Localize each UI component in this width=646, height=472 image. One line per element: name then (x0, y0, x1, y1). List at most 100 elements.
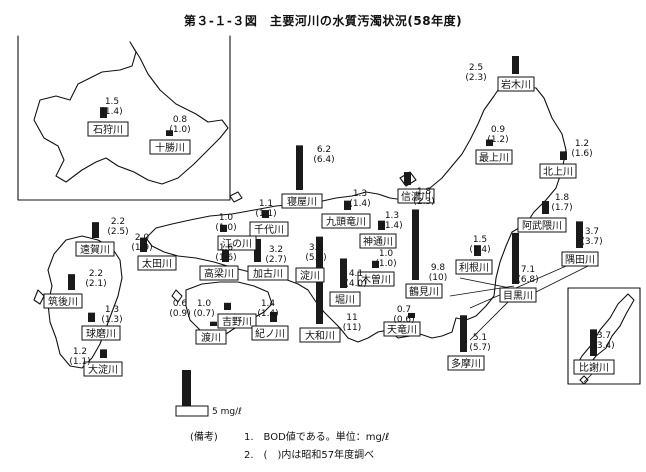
value-current: 1.0 (379, 249, 394, 259)
legend-scale-bar (182, 370, 191, 406)
bar-利根川 (474, 245, 481, 256)
note-line-1: 1. BOD値である。単位：mg/ℓ (244, 432, 390, 443)
river-label-box (87, 121, 129, 137)
value-current: 1.0 (219, 213, 234, 223)
value-previous: (4.0) (345, 279, 366, 289)
okinawa-inset-frame (567, 287, 641, 385)
hokkaido-inset-frame (17, 35, 231, 201)
river-name: 隅田川 (565, 254, 595, 266)
river-name: 遠賀川 (80, 243, 110, 256)
river-name: 高梁川 (204, 267, 234, 280)
river-name: 千代川 (254, 224, 284, 236)
river-name: 北上川 (543, 166, 573, 178)
bar-隅田川 (576, 221, 583, 248)
value-previous: (1.6) (215, 253, 236, 263)
bar-高梁川 (222, 250, 229, 262)
value-current: 11 (346, 313, 357, 323)
river-label-box (517, 217, 567, 233)
kyushu-outline (47, 235, 123, 369)
bar-渡川 (210, 321, 217, 326)
notes-prefix: (備考) (190, 432, 218, 443)
river-name: 大和川 (305, 329, 335, 342)
river-name: 木曽川 (361, 273, 391, 286)
value-current: 1.8 (417, 187, 432, 197)
value-current: 2.2 (111, 217, 125, 227)
oki-islands (229, 191, 243, 203)
river-name: 信濃川 (401, 190, 431, 203)
value-current: 1.2 (73, 347, 87, 357)
value-current: 5.1 (473, 333, 487, 343)
bar-九頭竜川 (344, 200, 351, 210)
river-name: 吉野川 (222, 316, 252, 328)
river-label-box (199, 265, 239, 281)
river-label-box (359, 233, 397, 249)
value-previous: (1.9) (131, 243, 152, 253)
hokkaido-outline (33, 41, 229, 185)
value-previous: (1.4) (469, 245, 490, 255)
value-current: 2.0 (135, 233, 150, 243)
value-previous: (1.4) (257, 309, 278, 319)
river-label-box (539, 163, 577, 179)
river-label-box (573, 359, 615, 375)
value-previous: (1.4) (101, 107, 122, 117)
bar-阿武隈川 (542, 201, 549, 214)
value-current: 2.2 (89, 269, 103, 279)
value-current: 3.8 (309, 243, 324, 253)
value-previous: (1.0) (215, 223, 236, 233)
bar-江の川 (220, 224, 227, 232)
bar-寝屋川 (296, 145, 303, 190)
value-current: 4.1 (349, 269, 363, 279)
value-previous: (0.6) (393, 315, 414, 325)
value-previous: (3.7) (581, 237, 602, 247)
value-current: 1.8 (555, 193, 570, 203)
bar-球磨川 (88, 312, 95, 322)
river-label-box (281, 193, 323, 209)
river-name: 淀川 (300, 269, 320, 282)
river-label-box (81, 325, 121, 341)
value-previous: (6.8) (517, 275, 538, 285)
value-previous: (1.1) (255, 209, 276, 219)
bar-目黒川 (512, 232, 519, 284)
value-current: 1.4 (261, 299, 276, 309)
value-previous: (10) (429, 273, 447, 283)
river-label-box (329, 291, 361, 307)
river-name: 紀ノ川 (255, 327, 285, 340)
kyushu-island (33, 289, 45, 305)
value-previous: (3.4) (593, 341, 614, 351)
river-name: 筑後川 (48, 295, 78, 308)
river-label-box (43, 293, 83, 309)
value-previous: (1.3) (101, 315, 122, 325)
river-label-box (137, 255, 177, 271)
value-current: 1.5 (105, 97, 119, 107)
value-previous: (5.0) (305, 253, 326, 263)
value-current: 0.8 (173, 115, 188, 125)
river-label-box (295, 267, 325, 283)
value-current: 1.3 (385, 211, 399, 221)
river-name: 岩木川 (501, 78, 531, 91)
river-label-box (497, 76, 535, 92)
value-previous: (5.7) (469, 343, 490, 353)
bar-比謝川 (590, 329, 597, 356)
bar-遠賀川 (92, 222, 99, 238)
river-label-box (249, 221, 289, 237)
river-name: 石狩川 (93, 123, 123, 136)
river-name: 多摩川 (451, 357, 481, 370)
value-previous: (0.9) (169, 309, 190, 319)
river-name: 球磨川 (86, 327, 116, 340)
river-label-box (561, 251, 599, 267)
river-label-box (299, 327, 341, 343)
value-current: 1.3 (105, 305, 119, 315)
river-name: 比謝川 (579, 361, 609, 374)
river-name: 阿武隈川 (522, 219, 562, 232)
river-label-box (383, 321, 421, 337)
river-name: 目黒川 (503, 290, 533, 302)
value-current: 1.6 (219, 243, 234, 253)
value-current: 0.6 (173, 299, 188, 309)
bar-十勝川 (166, 130, 173, 136)
bar-多摩川 (460, 315, 467, 352)
shikoku-islet (171, 289, 183, 303)
river-label-box (247, 265, 289, 281)
value-previous: (1.4) (349, 199, 370, 209)
river-name: 神通川 (363, 235, 393, 248)
honshu-outline (145, 77, 567, 343)
